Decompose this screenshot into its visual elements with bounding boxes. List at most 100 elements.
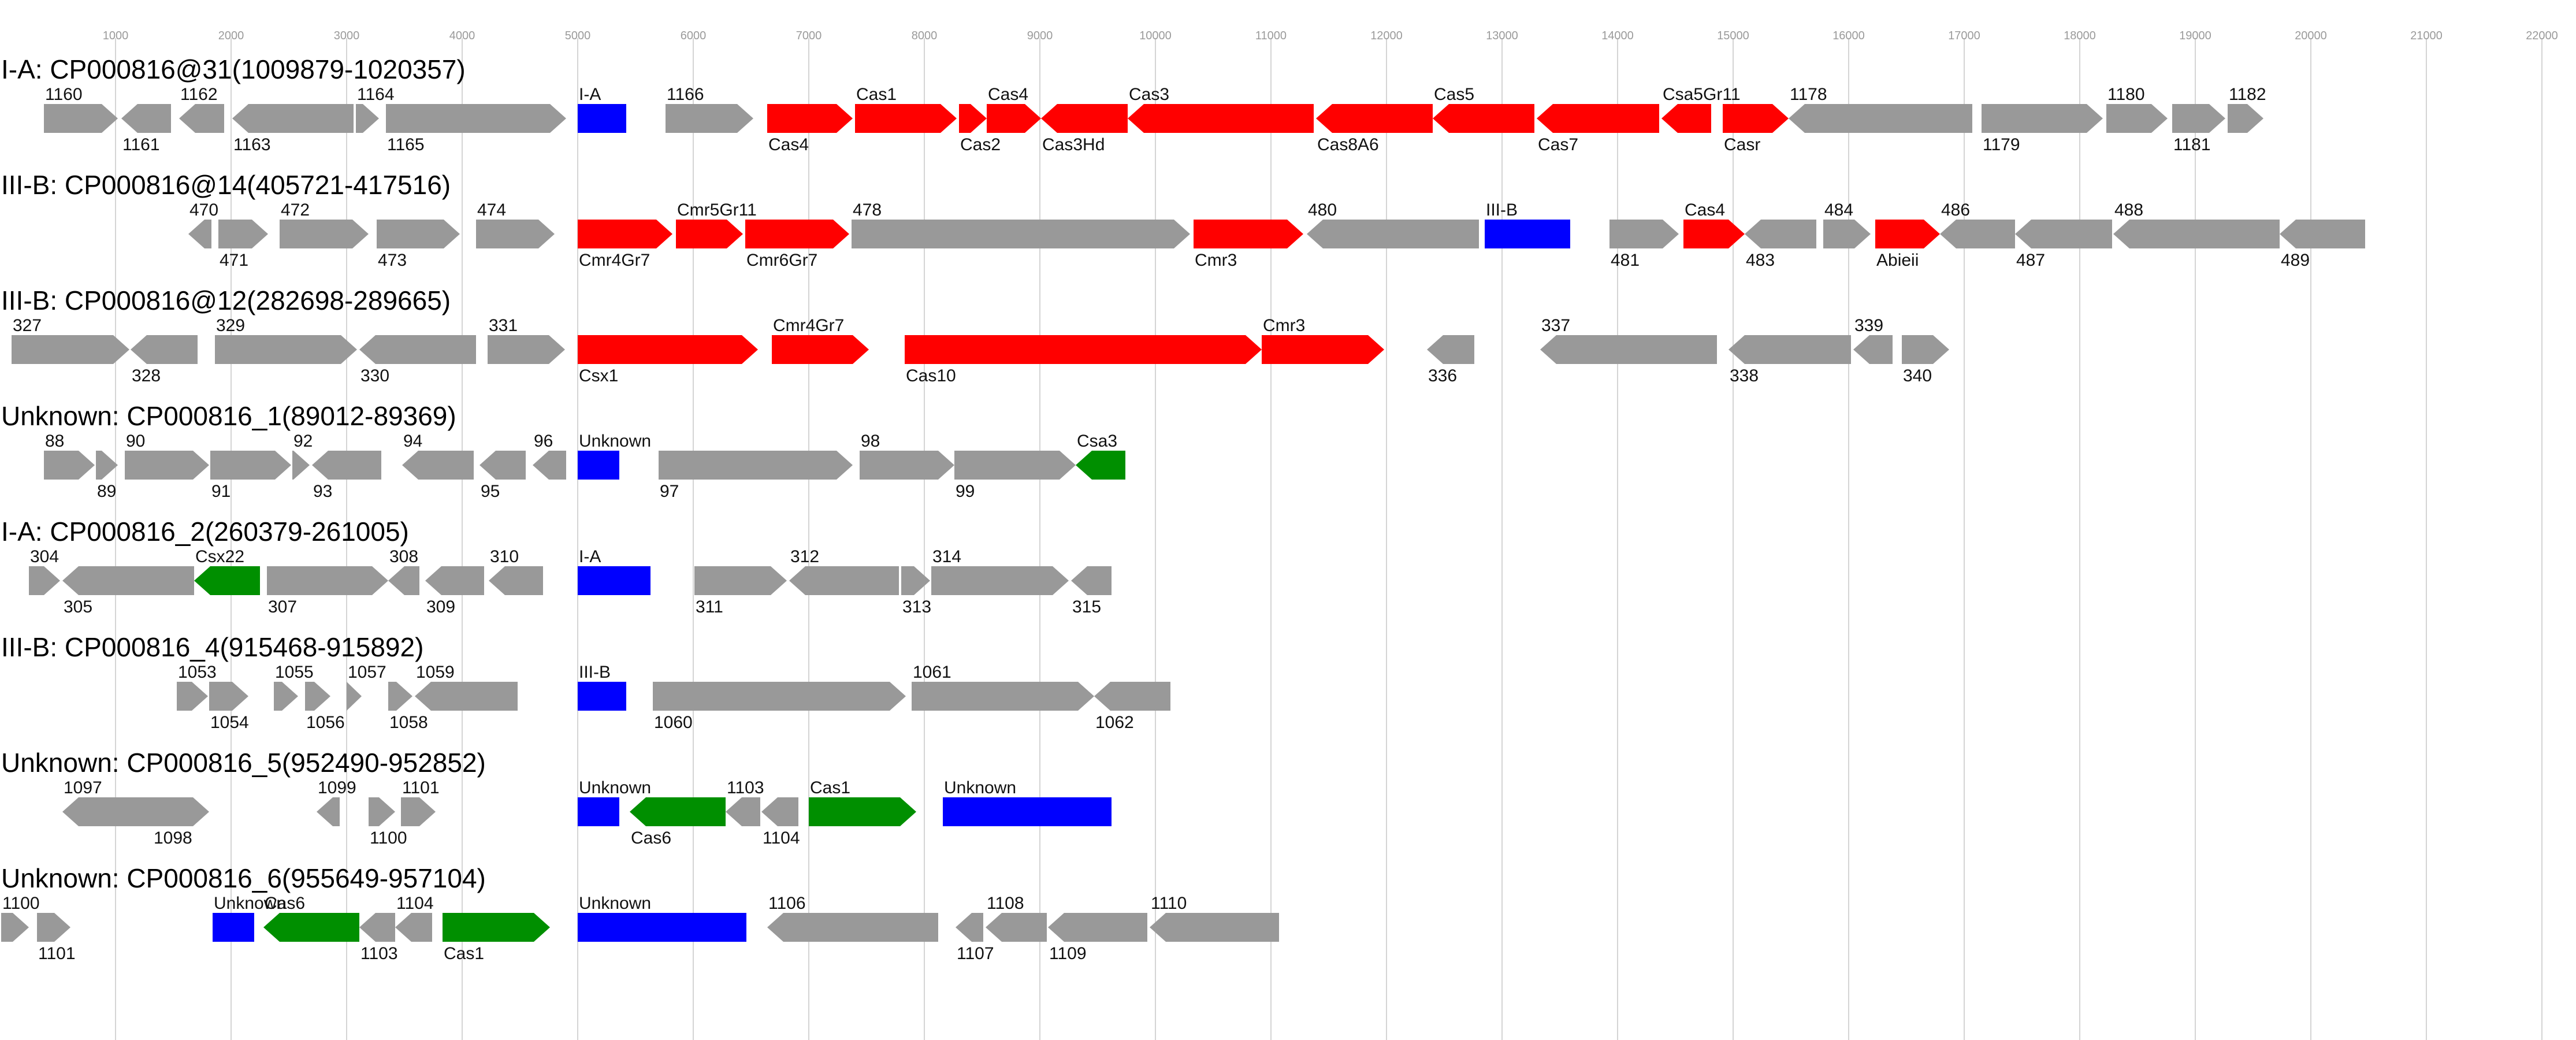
gene-arrow [1316, 104, 1433, 133]
gene-label: 478 [853, 200, 882, 220]
gene-arrow [415, 682, 518, 711]
gene-label: 1109 [1049, 944, 1087, 963]
gene-label: 315 [1072, 597, 1101, 616]
gene-label: 1160 [45, 85, 83, 104]
gene-label: 471 [220, 251, 248, 270]
gene-arrow [901, 566, 930, 595]
gene-arrow [96, 451, 118, 480]
locus-row: Unknown: CP000816_1(89012-89369)88899091… [1, 401, 1125, 501]
gene-arrow [1540, 335, 1717, 364]
axis-tick-label: 22000 [2526, 29, 2558, 42]
locus-row: I-A: CP000816@31(1009879-1020357)1160 116… [1, 54, 2266, 154]
gene-label: 93 [313, 482, 332, 501]
gene-arrow [653, 682, 906, 711]
gene-label: 483 [1746, 251, 1775, 270]
axis-tick-label: 20000 [2295, 29, 2327, 42]
locus-title: III-B: CP000816_4(915468-915892) [1, 632, 423, 662]
gene-arrow [1307, 220, 1479, 248]
gene-arrow [1902, 335, 1949, 364]
gene-label: 98 [861, 432, 880, 451]
gene-arrow [388, 566, 419, 595]
gene-label: Unknown [579, 778, 651, 797]
gene-arrow [860, 451, 954, 480]
gene-arrow [1071, 566, 1112, 595]
gene-label: 1179 [1983, 135, 2020, 154]
gene-label: 304 [30, 547, 59, 566]
gene-arrow [2172, 104, 2225, 133]
gene-label: Cas1 [856, 85, 897, 104]
gene-label: 312 [790, 547, 819, 566]
gene-label: Cas7 [1538, 135, 1578, 154]
gene-label: Csx1 [579, 366, 618, 385]
gene-arrow [1, 913, 29, 942]
gene-arrow [395, 913, 432, 942]
gene-label: 470 [189, 200, 218, 220]
gene-label: 97 [660, 482, 679, 501]
gene-label: 1181 [2173, 135, 2211, 154]
gene-label: 484 [1824, 200, 1853, 220]
gene-label: Cas6 [265, 894, 305, 913]
gene-arrow [305, 682, 330, 711]
gene-arrow [1128, 104, 1314, 133]
gene-label: 488 [2114, 200, 2143, 220]
gene-label: 1100 [370, 829, 407, 848]
gene-label: Cas1 [444, 944, 484, 963]
gene-arrow [153, 797, 209, 826]
gene-arrow [425, 566, 484, 595]
gene-label: 95 [481, 482, 500, 501]
gene-arrow [931, 566, 1069, 595]
axis-tick-label: 8000 [912, 29, 938, 42]
gene-arrow [767, 913, 938, 942]
locus-title: I-A: CP000816@31(1009879-1020357) [1, 54, 466, 84]
gene-arrow [489, 566, 543, 595]
gene-label: III-B [1486, 200, 1518, 220]
gene-arrow [388, 682, 412, 711]
gene-arrow [62, 566, 194, 595]
gene-arrow [1537, 104, 1659, 133]
gene-arrow [479, 451, 526, 480]
gene-arrow [1427, 335, 1474, 364]
gene-label: 94 [403, 432, 422, 451]
gene-arrow [121, 104, 171, 133]
grid-layer [115, 38, 2542, 1040]
gene-label: 308 [389, 547, 418, 566]
axis-tick-label: 18000 [2064, 29, 2096, 42]
locus-row: III-B: CP000816_4(915468-915892)10531054… [1, 632, 1170, 732]
gene-arrow [443, 913, 550, 942]
gene-arrow [62, 797, 153, 826]
gene-label: 489 [2281, 251, 2310, 270]
gene-arrow [1789, 104, 1972, 133]
gene-label: Cas8A6 [1317, 135, 1379, 154]
axis-tick-label: 19000 [2179, 29, 2211, 42]
gene-arrow [194, 566, 260, 595]
crispr-array [578, 451, 619, 480]
gene-arrow [959, 104, 987, 133]
gene-arrow [274, 682, 298, 711]
gene-label: 1099 [318, 778, 356, 797]
gene-arrow [232, 104, 354, 133]
gene-arrow [630, 797, 726, 826]
gene-arrow [809, 797, 916, 826]
gene-label: 89 [97, 482, 116, 501]
gene-label: I-A [579, 85, 601, 104]
gene-arrow [280, 220, 369, 248]
gene-label: 1101 [402, 778, 440, 797]
gene-arrow [2113, 220, 2280, 248]
gene-arrow [29, 566, 60, 595]
gene-label: 309 [426, 597, 455, 616]
gene-arrow [44, 104, 118, 133]
axis-tick-label: 9000 [1027, 29, 1053, 42]
gene-label: 91 [211, 482, 231, 501]
crispr-array [578, 682, 626, 711]
gene-label: 472 [281, 200, 310, 220]
axis-tick-label: 10000 [1139, 29, 1172, 42]
gene-label: Cmr3 [1195, 251, 1237, 270]
gene-label: Cas3 [1129, 85, 1169, 104]
axis-tick-label: 12000 [1370, 29, 1403, 42]
axis-tick-label: 16000 [1832, 29, 1865, 42]
gene-arrow [2280, 220, 2365, 248]
gene-label: 1165 [387, 135, 425, 154]
gene-arrow [1076, 451, 1125, 480]
region-rows: I-A: CP000816@31(1009879-1020357)1160 116… [1, 54, 2365, 963]
locus-title: Unknown: CP000816_6(955649-957104) [1, 863, 486, 893]
